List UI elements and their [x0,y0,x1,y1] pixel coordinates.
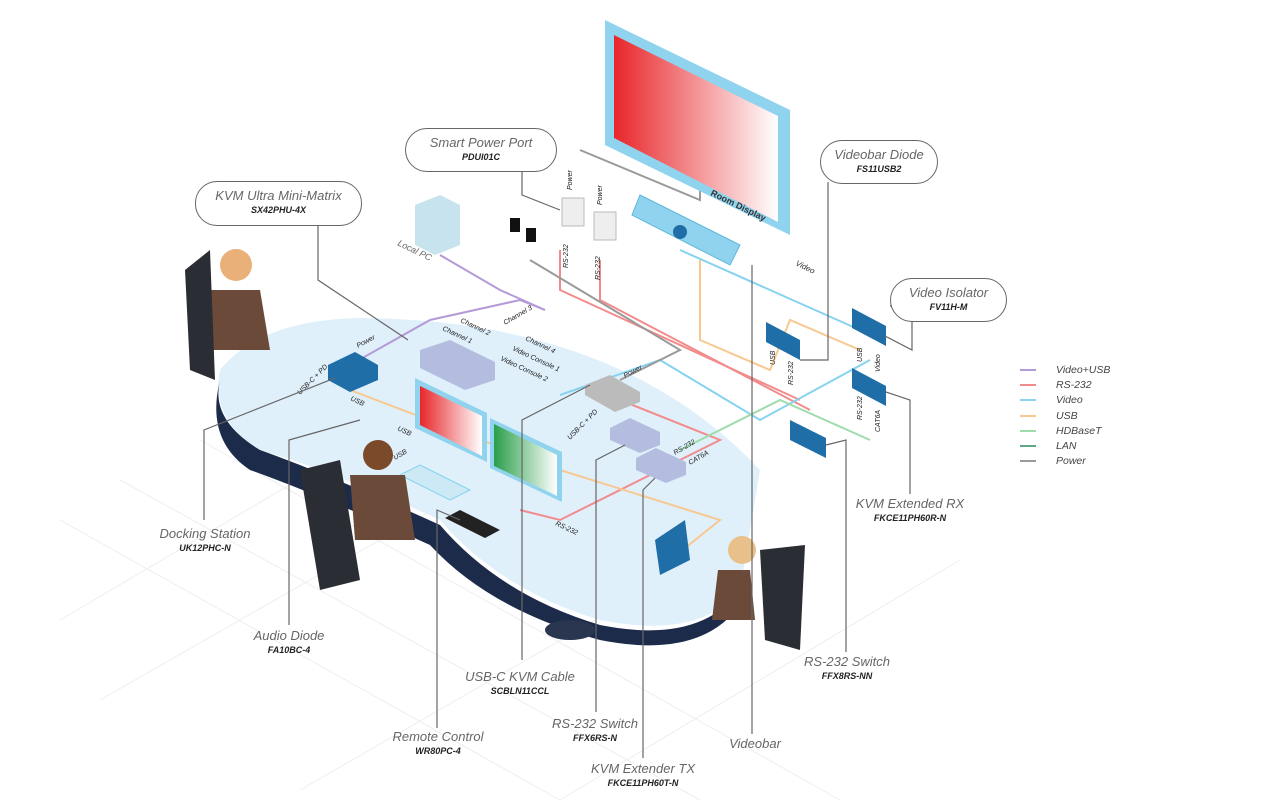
legend-item: RS-232 [1020,377,1110,392]
svg-text:Channel 3: Channel 3 [503,305,534,327]
legend-swatch [1020,414,1036,417]
legend-swatch [1020,368,1036,371]
legend-swatch [1020,429,1036,432]
legend-item: Power [1020,454,1110,469]
label-videobar: Videobar [729,736,781,751]
svg-text:Power: Power [567,169,574,190]
legend-label: Video [1056,394,1083,407]
legend-item: Video+USB [1020,362,1110,377]
legend-label: Video+USB [1056,363,1111,376]
svg-text:Video: Video [875,354,882,372]
svg-text:USB: USB [857,347,864,362]
legend-swatch [1020,445,1036,448]
people [185,249,805,650]
legend-item: LAN [1020,438,1110,453]
svg-text:Power: Power [597,184,604,205]
legend-swatch [1020,460,1036,463]
svg-text:RS-232: RS-232 [857,396,864,420]
power-adapters: Power Power RS-232 RS-232 [510,169,617,280]
videobar [631,194,741,266]
floor-grid [59,419,961,801]
desk-monitors [398,378,562,538]
rack-devices: USB RS-232 USB Video RS-232 CAT6A [766,308,886,458]
legend-item: Video [1020,393,1110,408]
local-pc: Local PC [396,195,460,263]
legend-label: LAN [1056,440,1077,453]
svg-text:USB: USB [770,350,777,365]
svg-text:RS-232: RS-232 [595,256,602,280]
legend-label: RS-232 [1056,378,1092,391]
legend-item: USB [1020,408,1110,423]
legend-swatch [1020,399,1036,402]
legend-item: HDBaseT [1020,423,1110,438]
legend-label: USB [1056,409,1078,422]
svg-text:CAT6A: CAT6A [875,410,882,432]
legend-label: Power [1056,455,1086,468]
leader-lines [203,170,913,758]
legend-swatch [1020,383,1036,386]
svg-text:RS-232: RS-232 [563,244,570,268]
svg-text:Video: Video [794,259,817,276]
legend-label: HDBaseT [1056,424,1102,437]
svg-text:RS-232: RS-232 [788,361,795,385]
